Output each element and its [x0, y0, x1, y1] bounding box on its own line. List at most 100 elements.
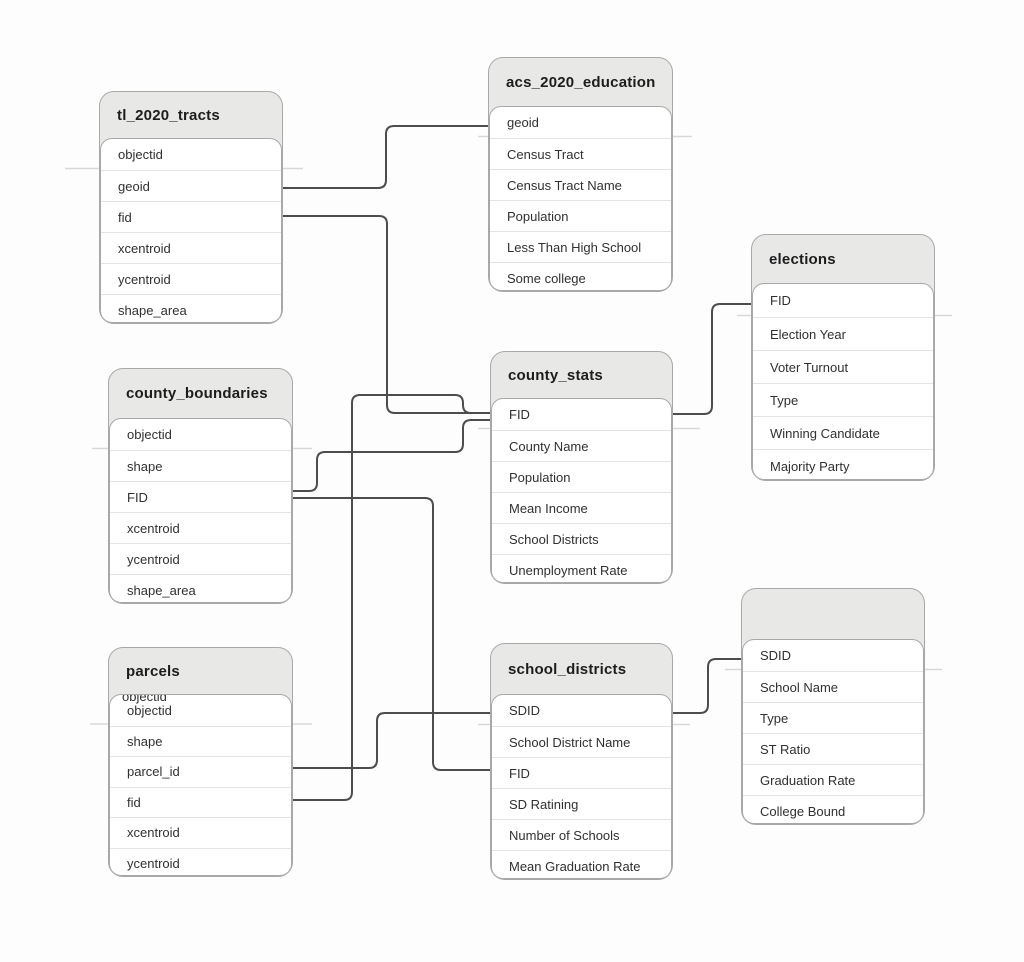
field-row-elections-2[interactable]: Voter Turnout — [753, 350, 933, 383]
field-name: parcel_id — [127, 764, 180, 780]
field-name: Census Tract Name — [507, 177, 622, 193]
field-row-county_boundaries-4[interactable]: ycentroid — [110, 543, 291, 574]
relationship-line[interactable] — [292, 712, 492, 769]
field-row-schools_detail-1[interactable]: School Name — [743, 671, 923, 702]
field-row-schools_detail-2[interactable]: Type — [743, 702, 923, 733]
field-row-elections-0[interactable]: FID — [753, 284, 933, 317]
field-name: xcentroid — [127, 825, 180, 841]
field-row-tl_2020_tracts-1[interactable]: geoid — [101, 170, 281, 201]
erd-table-header[interactable]: school_districts — [491, 644, 672, 694]
field-row-county_stats-5[interactable]: Unemployment Rate — [492, 554, 671, 582]
relationship-line[interactable] — [292, 497, 492, 771]
relationship-line[interactable] — [292, 419, 492, 492]
field-row-schools_detail-5[interactable]: College Bound — [743, 795, 923, 823]
field-row-schools_detail-4[interactable]: Graduation Rate — [743, 764, 923, 795]
field-row-school_districts-1[interactable]: School District Name — [492, 726, 671, 757]
erd-table-acs_2020_education[interactable]: acs_2020_education geoid Census Tract Ce… — [488, 57, 673, 292]
field-row-county_stats-2[interactable]: Population — [492, 461, 671, 492]
field-row-schools_detail-3[interactable]: ST Ratio — [743, 733, 923, 764]
field-row-elections-1[interactable]: Election Year — [753, 317, 933, 350]
field-row-tl_2020_tracts-5[interactable]: shape_area — [101, 294, 281, 322]
field-row-county_boundaries-5[interactable]: shape_area — [110, 574, 291, 602]
field-row-county_boundaries-0[interactable]: objectid — [110, 419, 291, 450]
relationship-line[interactable] — [672, 658, 743, 714]
field-row-county_boundaries-3[interactable]: xcentroid — [110, 512, 291, 543]
field-name: College Bound — [760, 803, 846, 819]
erd-table-county_stats[interactable]: county_stats FID County Name Population … — [490, 351, 673, 584]
field-row-county_stats-0[interactable]: FID — [492, 399, 671, 430]
field-row-county_stats-4[interactable]: School Districts — [492, 523, 671, 554]
erd-table-schools_detail[interactable]: SDID School Name Type ST Ratio Graduatio… — [741, 588, 925, 825]
field-row-tl_2020_tracts-0[interactable]: objectid — [101, 139, 281, 170]
relationship-line[interactable] — [282, 215, 492, 414]
erd-table-header[interactable]: county_stats — [491, 352, 672, 398]
field-name: Census Tract — [507, 146, 584, 162]
erd-table-title: elections — [769, 250, 836, 268]
field-row-school_districts-5[interactable]: Mean Graduation Rate — [492, 850, 671, 878]
erd-table-header[interactable]: acs_2020_education — [489, 58, 672, 106]
field-row-acs_2020_education-2[interactable]: Census Tract Name — [490, 169, 671, 200]
erd-table-header[interactable]: county_boundaries — [109, 369, 292, 418]
erd-table-header[interactable]: tl_2020_tracts — [100, 92, 282, 138]
erd-table-header[interactable]: parcels — [109, 648, 292, 694]
field-row-parcels-4[interactable]: xcentroid — [110, 817, 291, 848]
erd-table-elections[interactable]: elections FID Election Year Voter Turnou… — [751, 234, 935, 481]
field-row-school_districts-2[interactable]: FID — [492, 757, 671, 788]
field-row-county_stats-1[interactable]: County Name — [492, 430, 671, 461]
field-row-school_districts-0[interactable]: SDID — [492, 695, 671, 726]
erd-table-body: geoid Census Tract Census Tract Name Pop… — [489, 106, 672, 291]
field-row-parcels-1[interactable]: shape — [110, 725, 291, 757]
erd-table-body: objectid objectid shape parcel_id fid xc… — [109, 694, 292, 876]
field-row-tl_2020_tracts-4[interactable]: ycentroid — [101, 263, 281, 294]
field-row-elections-4[interactable]: Winning Candidate — [753, 416, 933, 449]
field-row-county_boundaries-2[interactable]: FID — [110, 481, 291, 512]
field-row-tl_2020_tracts-2[interactable]: fid — [101, 201, 281, 232]
erd-table-body: SDID School District Name FID SD Ratinin… — [491, 694, 672, 879]
field-row-acs_2020_education-4[interactable]: Less Than High School — [490, 231, 671, 262]
field-row-schools_detail-0[interactable]: SDID — [743, 640, 923, 671]
field-name: objectid — [118, 147, 163, 162]
field-name: Population — [507, 208, 569, 224]
field-name: FID — [127, 489, 148, 505]
field-name: geoid — [118, 178, 150, 194]
relationship-line[interactable] — [282, 125, 490, 189]
erd-table-tl_2020_tracts[interactable]: tl_2020_tracts objectid geoid fid xcentr… — [99, 91, 283, 324]
erd-table-title: school_districts — [508, 660, 627, 678]
field-row-school_districts-4[interactable]: Number of Schools — [492, 819, 671, 850]
erd-table-header[interactable]: elections — [752, 235, 934, 283]
field-row-parcels-5[interactable]: ycentroid — [110, 847, 291, 876]
field-row-county_boundaries-1[interactable]: shape — [110, 450, 291, 481]
field-name: shape — [127, 733, 163, 749]
field-name: ycentroid — [127, 855, 180, 871]
field-name: ycentroid — [127, 551, 180, 567]
field-row-acs_2020_education-3[interactable]: Population — [490, 200, 671, 231]
field-name: School Districts — [509, 531, 599, 547]
erd-table-body: objectid shape FID xcentroid ycentroid s… — [109, 418, 292, 603]
erd-table-header[interactable] — [742, 589, 924, 639]
relationship-line[interactable] — [292, 394, 492, 801]
field-row-school_districts-3[interactable]: SD Ratining — [492, 788, 671, 819]
erd-table-county_boundaries[interactable]: county_boundaries objectid shape FID xce… — [108, 368, 293, 604]
field-row-parcels-2[interactable]: parcel_id — [110, 756, 291, 787]
field-row-elections-5[interactable]: Majority Party — [753, 449, 933, 479]
field-row-acs_2020_education-0[interactable]: geoid — [490, 107, 671, 138]
field-name: Population — [509, 469, 571, 485]
erd-table-school_districts[interactable]: school_districts SDID School District Na… — [490, 643, 673, 880]
field-row-acs_2020_education-1[interactable]: Census Tract — [490, 138, 671, 169]
field-row-elections-3[interactable]: Type — [753, 383, 933, 416]
field-row-parcels-3[interactable]: fid — [110, 786, 291, 818]
erd-table-body: SDID School Name Type ST Ratio Graduatio… — [742, 639, 924, 824]
field-row-acs_2020_education-5[interactable]: Some college — [490, 262, 671, 290]
field-row-county_stats-3[interactable]: Mean Income — [492, 492, 671, 523]
field-name: Unemployment Rate — [509, 562, 628, 578]
field-name: xcentroid — [127, 520, 180, 536]
field-row-tl_2020_tracts-3[interactable]: xcentroid — [101, 232, 281, 263]
field-name: FID — [509, 407, 530, 422]
field-name: Election Year — [770, 326, 846, 342]
field-name: School Name — [760, 679, 839, 695]
field-name: Majority Party — [770, 458, 850, 474]
erd-table-body: objectid geoid fid xcentroid ycentroid s… — [100, 138, 282, 323]
field-row-parcels-0[interactable]: objectid objectid — [110, 695, 291, 726]
relationship-line[interactable] — [672, 303, 753, 415]
erd-table-parcels[interactable]: parcels objectid objectid shape parcel_i… — [108, 647, 293, 877]
